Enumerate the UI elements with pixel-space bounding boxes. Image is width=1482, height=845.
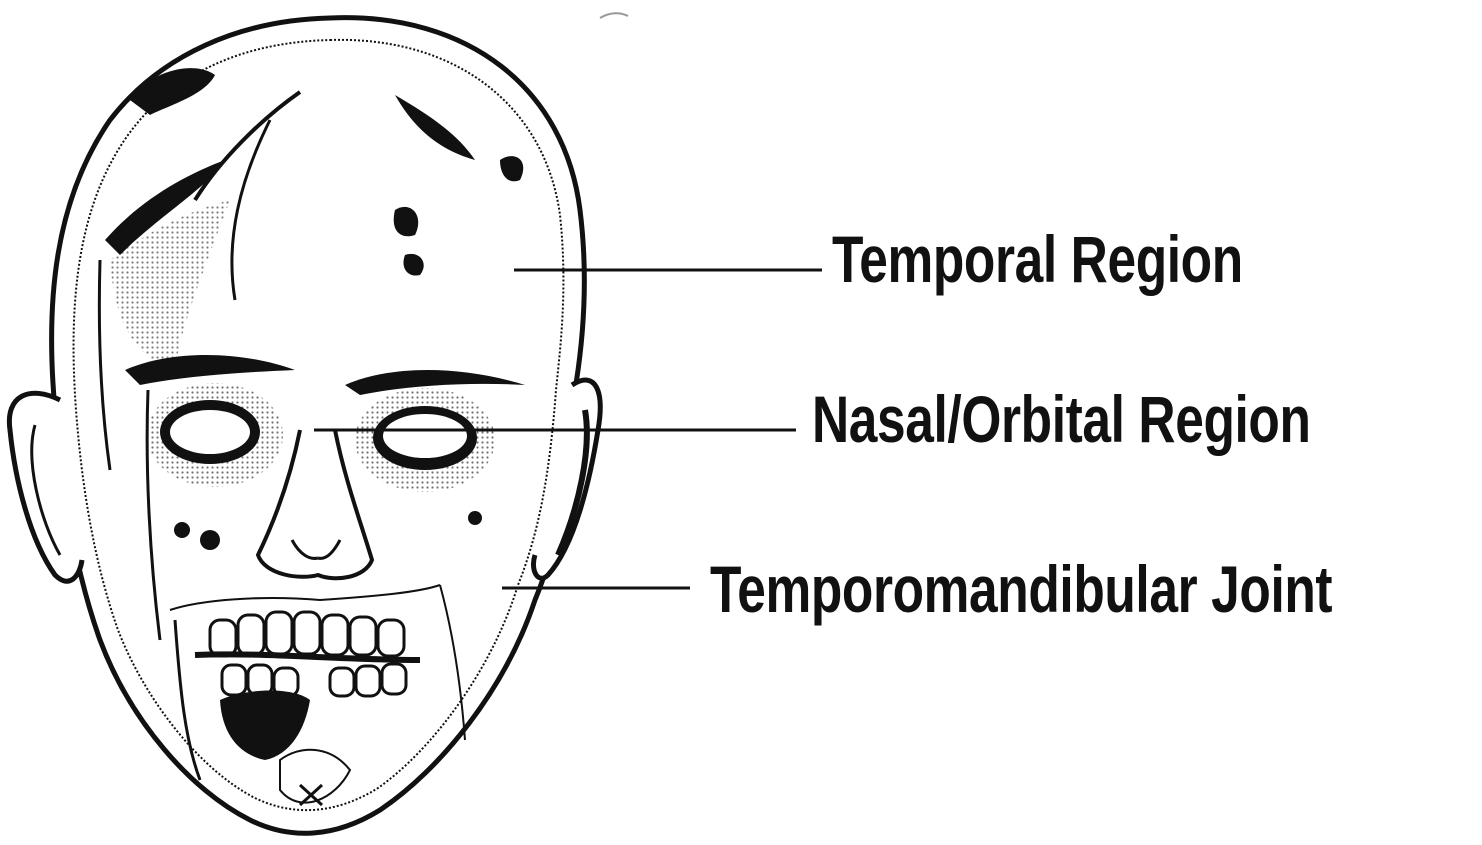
head-outline	[52, 18, 585, 834]
nasal-orbital-region-label: Nasal/Orbital Region	[812, 386, 1311, 452]
right-eye	[373, 406, 477, 470]
temporomandibular-joint-label: Temporomandibular Joint	[710, 556, 1332, 622]
left-eye	[160, 400, 260, 464]
temporal-region-label: Temporal Region	[832, 226, 1243, 292]
